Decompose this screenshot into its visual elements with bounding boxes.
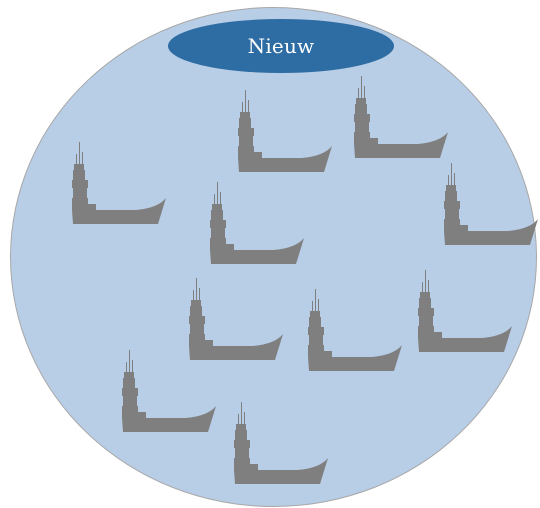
ship-icon xyxy=(210,182,304,264)
ship-icon xyxy=(418,270,512,352)
ship-icon xyxy=(444,163,538,245)
ship-icon xyxy=(354,76,448,158)
ship-icon xyxy=(234,402,328,484)
ship-icon xyxy=(122,350,216,432)
ship-icon xyxy=(72,142,166,224)
ship-icon xyxy=(238,90,332,172)
ship-icon xyxy=(308,289,402,371)
label-ellipse: Nieuw xyxy=(168,19,394,73)
label-text: Nieuw xyxy=(247,34,315,58)
ship-icon xyxy=(189,278,283,360)
